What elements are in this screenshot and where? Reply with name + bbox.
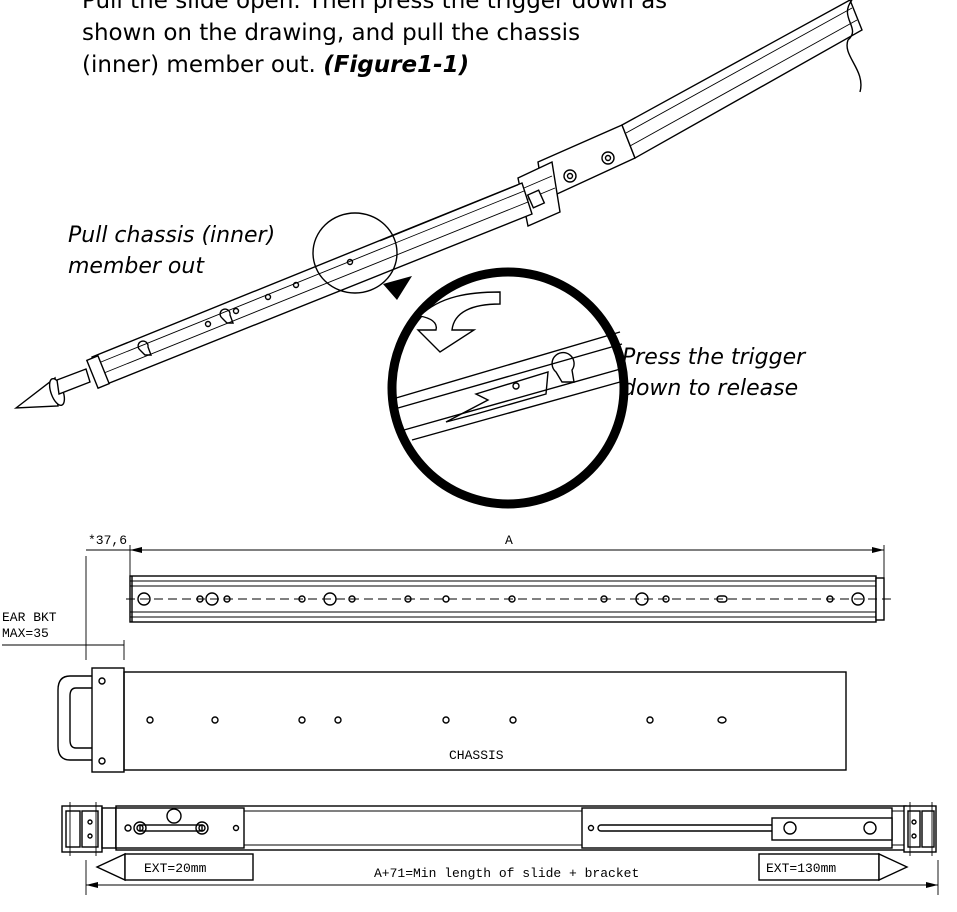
instruction-text: Pull the slide open. Then press the trig… <box>82 0 667 78</box>
length-a-label: A <box>505 533 513 548</box>
extension-dimensions: EXT=20mm EXT=130mm A+71=Min length of sl… <box>85 852 939 895</box>
chassis-holes <box>146 716 727 724</box>
instruction-line-1: Pull the slide open. Then press the trig… <box>82 0 667 14</box>
pull-direction-arrow <box>13 368 91 409</box>
figure-reference: (Figure1-1) <box>323 52 469 78</box>
rail-break-line <box>846 0 862 93</box>
press-trigger-label: Press the trigger down to release <box>622 345 807 401</box>
ear-bkt-label-line-1: EAR BKT <box>2 610 57 625</box>
pull-label-line-1: Pull chassis (inner) <box>68 223 275 248</box>
ext-right-arrowhead <box>878 852 909 882</box>
inner-member <box>85 182 533 390</box>
trigger-lever <box>445 371 549 423</box>
keyhole <box>137 340 153 356</box>
magnified-trigger-detail <box>387 267 629 509</box>
detail-pointer <box>383 276 412 300</box>
right-ear-bracket <box>903 802 937 856</box>
pull-chassis-label: Pull chassis (inner) member out <box>68 223 275 279</box>
rail-bottom-view <box>61 802 937 856</box>
slot-keyhole <box>551 351 575 383</box>
ear-bracket-dimension: EAR BKT MAX=35 <box>2 556 125 660</box>
rail-holes <box>137 592 865 606</box>
instruction-line-2: shown on the drawing, and pull the chass… <box>82 20 580 46</box>
chassis-label: CHASSIS <box>449 748 504 763</box>
outer-member <box>537 0 863 202</box>
ext-left-box <box>124 853 254 881</box>
detail-marker-circle <box>312 212 398 294</box>
press-label-line-1: Press the trigger <box>622 345 807 370</box>
slide-rail-perspective <box>13 0 863 409</box>
rail-top-view: *37,6 A <box>86 533 896 623</box>
ext-left-arrowhead <box>95 852 126 882</box>
total-length-label: A+71=Min length of slide + bracket <box>374 866 639 881</box>
left-ear-bracket <box>61 802 103 856</box>
ear-bkt-label-line-2: MAX=35 <box>2 626 49 641</box>
ext-left-label: EXT=20mm <box>144 861 207 876</box>
ext-right-label: EXT=130mm <box>766 861 836 876</box>
press-down-arrow <box>416 291 501 353</box>
keyhole <box>219 308 235 324</box>
instruction-line-3-text: (inner) member out. <box>82 52 323 78</box>
offset-dimension-label: *37,6 <box>88 533 127 548</box>
instruction-line-3: (inner) member out. (Figure1-1) <box>82 52 469 78</box>
chassis: CHASSIS <box>57 667 847 773</box>
press-label-line-2: down to release <box>622 376 798 401</box>
pull-label-line-2: member out <box>68 254 205 279</box>
